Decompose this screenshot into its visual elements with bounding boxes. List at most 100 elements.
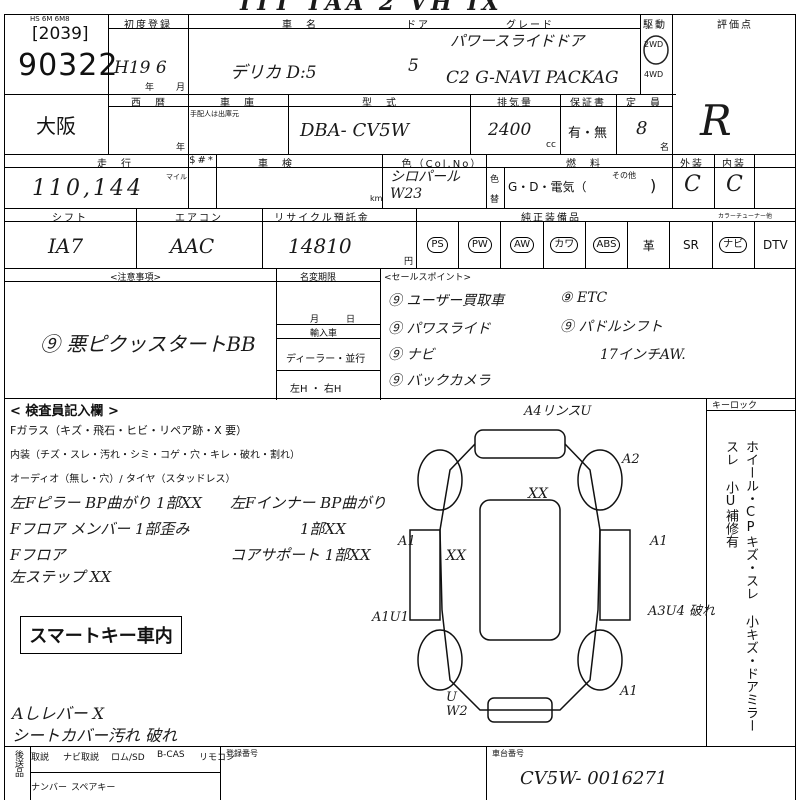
capacity-mei: 名: [660, 143, 670, 153]
equip-leather: 革: [627, 222, 669, 268]
equip-pw: PW: [458, 222, 500, 268]
drive-4wd: 4WD: [644, 70, 664, 79]
first-reg-year-suffix: 年: [145, 83, 155, 93]
label-lh-rh: 左H ・ 右H: [290, 384, 342, 395]
displacement-value: 2400: [488, 120, 532, 140]
color-row-1: 色: [490, 175, 500, 185]
label-model: 型 式: [362, 98, 398, 109]
car-name-value: デリカ D:5: [230, 63, 317, 83]
bottom-r1-c5: リモコン: [199, 753, 236, 763]
equipment-row: PS PW AW カワ ABS 革 SR ナビ DTV: [416, 222, 796, 268]
inspector-hand-5: 左Fインナー BP曲がり: [230, 494, 387, 512]
warranty-options: 有・無: [568, 126, 608, 141]
lot-bracket-no: [2039]: [32, 24, 89, 44]
storage-note: 手配人は出庫元: [190, 110, 239, 118]
label-recycle: リサイクル預託金: [274, 213, 370, 224]
label-color: 色（Col.No）: [401, 159, 483, 170]
label-fuel: 燃 料: [566, 159, 602, 170]
smart-key-text: スマートキー車内: [29, 626, 173, 647]
label-displacement: 排気量: [497, 98, 533, 109]
bottom-r1-c2: ナビ取説: [63, 753, 100, 763]
exterior-grade-value: C: [684, 172, 701, 197]
color-line2: W23: [390, 186, 423, 202]
equip-aw: AW: [500, 222, 542, 268]
label-interior: 内装: [722, 159, 746, 170]
label-car-name: 車 名: [282, 20, 318, 31]
equip-sr: SR: [669, 222, 711, 268]
label-mileage: 走 行: [97, 159, 133, 170]
label-aircon: エアコン: [175, 213, 223, 224]
aircon-value: AAC: [170, 234, 215, 258]
color-line1: シロパール: [390, 169, 460, 185]
keylock-text: ホイール・CPキズ・スレ 小キズ・ドアミラースレ 小U補修有: [723, 440, 758, 732]
label-import: 輸入車: [310, 329, 338, 339]
mileage-value: 110,144: [32, 176, 144, 201]
grade-line2: C2 G-NAVI PACKAG: [446, 68, 619, 88]
shift-value: IA7: [48, 234, 84, 258]
bottom-row-2: ナンバー スペアキー: [31, 780, 119, 793]
fuel-other: その他: [612, 171, 636, 180]
label-reg-no: 登録番号: [226, 749, 258, 758]
label-frame-no: 車台番号: [492, 749, 524, 758]
bottom-r2-c1: ナンバー: [31, 783, 68, 793]
equip-ps-label: PS: [427, 237, 448, 253]
label-keylock: キーロック: [712, 401, 758, 411]
inspector-hand-7: コアサポート 1部XX: [230, 546, 371, 564]
equip-kawa: カワ: [542, 222, 585, 268]
equip-abs-label: ABS: [592, 237, 621, 253]
inspector-glass: Fガラス（キズ・飛石・ヒビ・リペア跡・X 要）: [10, 424, 248, 437]
label-drive: 駆動: [643, 20, 667, 31]
equip-kawa-label: カワ: [550, 237, 579, 253]
diagram-mark-3: XX: [528, 486, 548, 502]
sales-point-6: ⑨ パドルシフト: [560, 319, 663, 335]
bottom-hand-1: Aしレバー X: [12, 704, 105, 723]
label-sales-points: <セールスポイント>: [384, 273, 472, 283]
diagram-mark-11: W2: [446, 704, 468, 719]
label-inspection: 車 検: [258, 159, 294, 170]
sales-point-5: ⑨ ETC: [560, 290, 608, 306]
label-notes: <注意事項>: [110, 273, 162, 283]
recycle-yen: 円: [404, 257, 414, 267]
diagram-mark-1: A4リンスU: [524, 404, 592, 419]
sales-point-1: ⑨ ユーザー買取車: [388, 293, 505, 309]
sales-point-4: ⑨ バックカメラ: [388, 373, 491, 389]
recycle-value: 14810: [288, 234, 352, 258]
diagram-mark-6: A1: [650, 534, 668, 549]
sales-point-7: 17インチAW.: [600, 347, 686, 363]
label-ct: カラーチューナー他: [718, 213, 773, 220]
diagram-mark-4: A1: [398, 534, 416, 549]
fuel-close-paren: ): [650, 176, 657, 195]
fuel-options: G・D・電気（: [508, 180, 587, 194]
name-change-month-day: 月 日: [310, 315, 356, 325]
inspection-km: km: [370, 194, 383, 203]
inspector-hand-3: Fフロア: [10, 546, 66, 564]
label-grade: グレード: [506, 20, 554, 31]
equip-aw-label: AW: [509, 237, 535, 253]
label-equipment: 純正装備品: [521, 213, 581, 224]
label-doors: ドア: [406, 20, 430, 31]
equip-navi: ナビ: [711, 222, 754, 268]
inspector-interior: 内装（チズ・スレ・汚れ・シミ・コゲ・穴・キレ・破れ・割れ）: [10, 450, 300, 461]
first-reg-month-suffix: 月: [176, 83, 186, 93]
drive-circle-mark: [643, 35, 669, 65]
label-storage: 車 庫: [220, 98, 256, 109]
bottom-r2-c2: スペアキー: [71, 783, 116, 793]
equip-abs: ABS: [584, 222, 627, 268]
bottom-r1-c1: 取説: [31, 753, 50, 763]
displacement-cc: cc: [546, 140, 556, 150]
grade-line1: パワースライドドア: [450, 32, 585, 50]
bottom-left-label: 後送品: [13, 750, 23, 777]
sales-point-2: ⑨ パワスライド: [388, 321, 491, 337]
evaluation-value: R: [700, 96, 732, 145]
car-damage-diagram: [409, 429, 631, 723]
diagram-mark-10: U: [446, 690, 457, 705]
capacity-value: 8: [636, 118, 648, 139]
bottom-hand-2: シートカバー汚れ 破れ: [12, 726, 178, 745]
model-value: DBA- CV5W: [300, 120, 410, 141]
sales-point-3: ⑨ ナビ: [388, 347, 435, 363]
label-inspector: < 検査員記入欄 >: [10, 404, 119, 419]
label-calendar: 西 暦: [131, 98, 167, 109]
mileage-unit: マイル: [166, 173, 187, 181]
label-warranty: 保証書: [570, 98, 606, 109]
label-exterior: 外装: [680, 159, 704, 170]
